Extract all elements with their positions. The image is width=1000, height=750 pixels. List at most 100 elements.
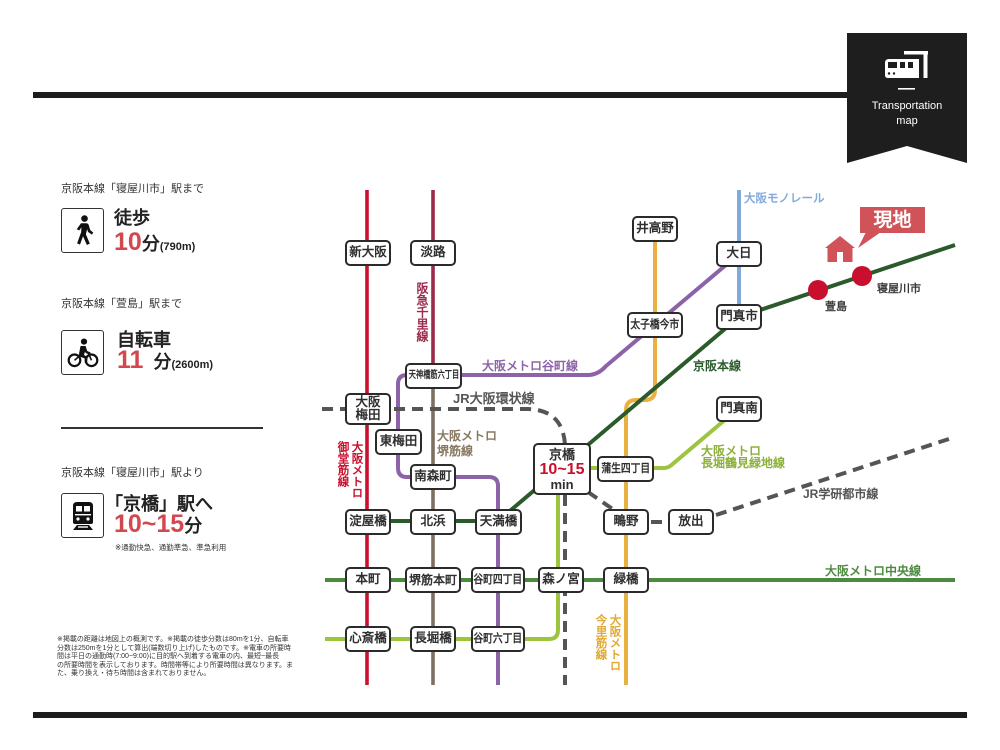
walk-icon-box <box>61 208 104 253</box>
station-label: 京橋 <box>548 446 575 462</box>
footnote-line: 分数は250mを1分として算出(端数切り上げ)したものです。※電車の所要時 <box>57 644 292 652</box>
station-higashi-umeda: 東梅田 <box>375 429 422 455</box>
station-minami-morimachi: 南森町 <box>410 464 456 490</box>
station-sakaisuji-hommachi: 堺筋本町 <box>405 567 461 593</box>
station-yodoyabashi: 淀屋橋 <box>345 509 391 535</box>
bike-mode: 自転車 <box>117 330 171 350</box>
badge-shape <box>847 33 967 163</box>
label-tanimachi-line: 大阪メトロ谷町線 <box>482 359 579 373</box>
station-label: 緑橋 <box>613 572 639 587</box>
label-jr-loop-line: JR大阪環状線 <box>453 391 535 406</box>
bike-distance: (2600m) <box>171 359 214 371</box>
footnote-line: ※掲載の距離は地図上の概測です。※掲載の徒歩分数は80mを1分、自転車 <box>57 636 289 643</box>
label-imazato-line-1: 大阪メトロ <box>608 614 621 672</box>
station-hanaten: 放出 <box>668 509 714 535</box>
kyobashi-travel-time: 10~15 <box>539 460 585 478</box>
station-label: 谷町六丁目 <box>473 632 523 645</box>
footnote-line: の所要時間を表示しております。時間帯等により所要時間は異なります。ま <box>57 661 294 669</box>
footnote-line: た、乗り換え・待ち時間は含まれておりません。 <box>57 670 211 677</box>
badge-title-line1: Transportation <box>871 100 943 112</box>
walk-caption: 京阪本線「寝屋川市」駅まで <box>61 183 204 195</box>
label-midosuji-line-2: 御堂筋線 <box>336 441 349 487</box>
jr-gakkentoshi-line <box>586 435 956 524</box>
station-nagahoribashi: 長堀橋 <box>410 626 456 652</box>
bike-time-value: 11 <box>117 346 144 374</box>
station-label: 東梅田 <box>379 434 418 449</box>
station-label: 放出 <box>678 514 704 529</box>
section-divider <box>61 427 263 429</box>
badge-title-line2: map <box>896 115 918 127</box>
station-hommachi: 本町 <box>345 567 391 593</box>
bike-caption: 京阪本線「萱島」駅まで <box>61 298 182 310</box>
station-label: 井高野 <box>636 221 674 236</box>
footnote: ※掲載の距離は地図上の概測です。※掲載の徒歩分数は80mを1分、自転車 分数は2… <box>57 636 293 679</box>
site-label: 現地 <box>873 209 912 231</box>
station-morinomiya: 森ノ宮 <box>538 567 584 593</box>
station-label: 北浜 <box>420 514 446 529</box>
station-label: 南森町 <box>414 469 452 484</box>
label-sakaisuji-line-2: 堺筋線 <box>437 444 474 458</box>
label-jr-gakken-line: JR学研都市線 <box>803 487 879 501</box>
label-sakaisuji-line-1: 大阪メトロ <box>437 429 498 443</box>
label-nagahori-line-2: 長堀鶴見緑地線 <box>701 456 786 470</box>
house-icon <box>825 236 855 262</box>
station-label: 天神橋筋六丁目 <box>408 369 459 381</box>
station-marker-neyagawashi <box>852 266 872 286</box>
station-label: 門真南 <box>720 401 758 416</box>
station-label: 淡路 <box>420 245 446 260</box>
station-kadoma-minami: 門真南 <box>716 396 762 422</box>
station-label: 心斎橋 <box>349 631 387 646</box>
footnote-line: 間は平日の通勤時(7:00~9:00)に目的駅へ到着する電車の内、最短~最長 <box>57 653 280 660</box>
station-label: 新大阪 <box>349 245 387 260</box>
station-kadomashi: 門真市 <box>716 304 762 330</box>
station-tenjimbashisuji-6: 天神橋筋六丁目 <box>405 363 462 389</box>
bicycle-icon <box>67 338 98 367</box>
label-hankyu-senri-line: 阪急千里線 <box>415 282 429 342</box>
train-icon-box <box>61 493 104 538</box>
label-kayashima: 萱島 <box>825 301 847 313</box>
station-shin-osaka: 新大阪 <box>345 240 391 266</box>
station-label: 谷町四丁目 <box>473 573 523 586</box>
train-destination: 「京橋」駅へ <box>105 494 213 514</box>
station-label: 大阪 梅田 <box>355 394 381 422</box>
walk-mode: 徒歩 <box>114 208 150 228</box>
station-label: 長堀橋 <box>414 631 452 646</box>
tanimachi-line <box>396 252 741 685</box>
train-service-note: ※通勤快急、通勤準急、準急利用 <box>115 543 227 552</box>
station-temmabashi: 天満橋 <box>475 509 522 535</box>
train-caption: 京阪本線「寝屋川市」駅より <box>61 467 204 479</box>
station-osaka-umeda: 大阪 梅田 <box>345 393 391 425</box>
label-chuo-line: 大阪メトロ中央線 <box>825 564 922 578</box>
station-label: 淀屋橋 <box>349 514 387 529</box>
label-neyagawashi: 寝屋川市 <box>877 283 921 295</box>
label-imazato-line-2: 今里筋線 <box>594 614 607 660</box>
label-midosuji-line-1: 大阪メトロ <box>350 441 363 499</box>
walk-time-value: 10 <box>114 228 142 256</box>
bottom-rule <box>33 712 967 718</box>
walk-time-unit: 分 <box>141 234 160 254</box>
station-kitahama: 北浜 <box>410 509 456 535</box>
station-label: 森ノ宮 <box>542 572 580 587</box>
station-midoribashi: 緑橋 <box>603 567 649 593</box>
badge-divider <box>898 88 915 90</box>
station-taishibashi-imaichi: 太子橋今市 <box>627 312 683 338</box>
label-keihan-line: 京阪本線 <box>693 359 742 373</box>
train-time-row: 10~15分 <box>114 511 202 541</box>
site-callout <box>858 207 925 248</box>
station-shigino: 鴫野 <box>603 509 649 535</box>
station-label: 蒲生四丁目 <box>601 462 650 475</box>
station-awaji: 淡路 <box>410 240 456 266</box>
station-kyobashi: 京橋 10~15 min <box>533 443 591 495</box>
station-label: 太子橋今市 <box>630 318 680 331</box>
train-station-icon <box>885 51 928 78</box>
bike-time-unit: 分 <box>153 352 172 372</box>
station-label: 門真市 <box>720 309 758 324</box>
station-label: 天満橋 <box>479 514 518 529</box>
station-gamo-4: 蒲生四丁目 <box>597 456 654 482</box>
station-tanimachi-4: 谷町四丁目 <box>471 567 525 593</box>
walk-distance: (790m) <box>159 241 196 253</box>
kyobashi-time-unit: min <box>550 476 574 492</box>
label-nagahori-line-1: 大阪メトロ <box>701 444 762 458</box>
walk-time-row: 10分(790m) <box>114 229 195 260</box>
bike-icon-box <box>61 330 104 375</box>
